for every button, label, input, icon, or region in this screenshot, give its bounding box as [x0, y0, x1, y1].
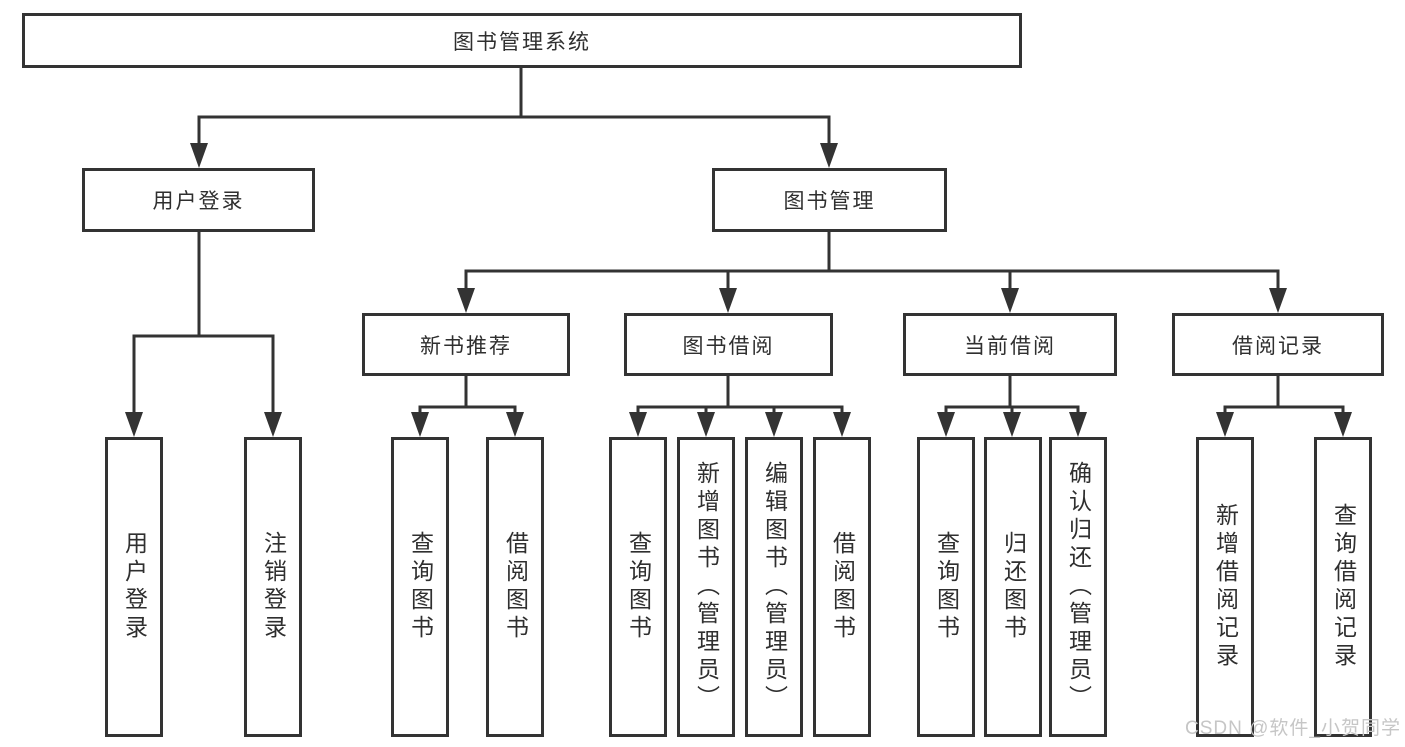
node-library-management-system: 图书管理系统 — [22, 13, 1022, 68]
node-borrowing-records: 借阅记录 — [1172, 313, 1384, 376]
leaf-confirm-return-admin: 确认归还（管理员） — [1049, 437, 1107, 737]
leaf-add-borrow-record: 新增借阅记录 — [1196, 437, 1254, 737]
leaf-borrow-books-recommend: 借阅图书 — [486, 437, 544, 737]
leaf-logout: 注销登录 — [244, 437, 302, 737]
leaf-user-login: 用户登录 — [105, 437, 163, 737]
leaf-borrow-books-borrowing: 借阅图书 — [813, 437, 871, 737]
leaf-query-borrow-record: 查询借阅记录 — [1314, 437, 1372, 737]
csdn-watermark: CSDN @软件_小贺同学 — [1185, 718, 1401, 739]
leaf-return-books: 归还图书 — [984, 437, 1042, 737]
node-book-borrowing: 图书借阅 — [624, 313, 833, 376]
leaf-add-books-admin: 新增图书（管理员） — [677, 437, 735, 737]
node-new-book-recommendation: 新书推荐 — [362, 313, 570, 376]
leaf-query-books-borrowing: 查询图书 — [609, 437, 667, 737]
node-book-management: 图书管理 — [712, 168, 947, 232]
node-user-login: 用户登录 — [82, 168, 315, 232]
leaf-edit-books-admin: 编辑图书（管理员） — [745, 437, 803, 737]
node-current-borrowing: 当前借阅 — [903, 313, 1117, 376]
leaf-query-books-recommend: 查询图书 — [391, 437, 449, 737]
leaf-query-books-current: 查询图书 — [917, 437, 975, 737]
